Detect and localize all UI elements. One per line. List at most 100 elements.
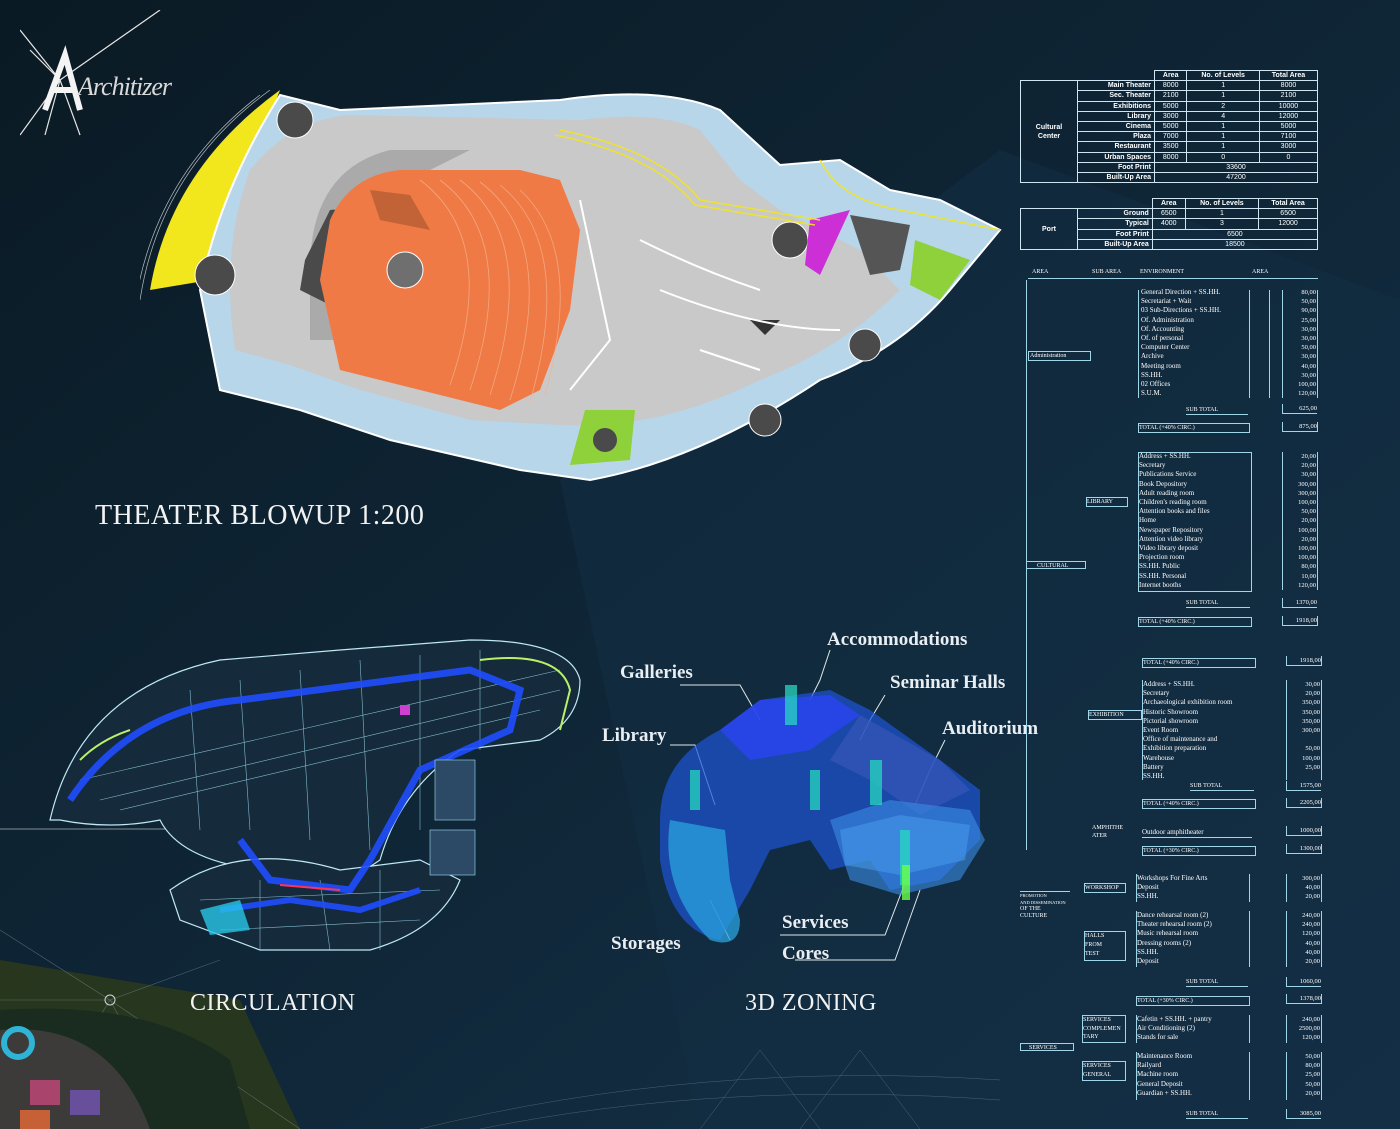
exhibition-label: EXHIBITION	[1088, 710, 1142, 720]
exhibition-total-label: TOTAL (+40% CIRC.)	[1142, 799, 1256, 809]
workshop-values: 300,00 40,00 20,00	[1302, 875, 1320, 901]
services-general-values: 50,00 80,00 25,00 50,00 20,00	[1305, 1053, 1320, 1097]
library-subtotal-value: 1370,00	[1282, 598, 1317, 609]
exhibition-total-value: 2205,00	[1286, 798, 1322, 809]
library-total-label: TOTAL (+40% CIRC.)	[1138, 617, 1252, 627]
program-header-area-2: AREA	[1252, 269, 1269, 275]
theater-blowup-title: THEATER BLOWUP 1:200	[95, 500, 425, 531]
admin-total-value: 875,00	[1282, 422, 1318, 433]
library-values: 20,00 20,00 30,00 300,00 300,00 100,00 5…	[1298, 453, 1316, 589]
header-levels: No. of Levels	[1186, 69, 1260, 82]
list-item: General Direction + SS.HH.	[1141, 288, 1221, 296]
list-item: SS.HH.	[1143, 772, 1165, 781]
list-item: Dressing rooms (2)	[1137, 938, 1192, 947]
library-items: Address + SS.HH. Secretary Publications …	[1139, 452, 1210, 590]
zoning-label-storages: Storages	[611, 933, 681, 954]
seminar-halls-zone	[830, 715, 970, 815]
program-header-sub-area: SUB AREA	[1092, 269, 1122, 275]
list-item: Of. Accounting	[1141, 324, 1185, 333]
exhibition-values: 30,00 20,00 350,00 350,00 350,00 300,00 …	[1302, 681, 1320, 771]
promotion-total-label: TOTAL (+30% CIRC.)	[1136, 996, 1250, 1006]
amphitheater-total-label: TOTAL (+30% CIRC.)	[1142, 846, 1256, 856]
list-item: Newspaper Repository	[1139, 525, 1203, 534]
halls-items: Dance rehearsal room (2) Theater rehears…	[1137, 911, 1212, 966]
header-area: Area	[1154, 69, 1188, 82]
admin-items-box	[1138, 290, 1250, 398]
list-item: Event Room	[1143, 726, 1179, 735]
program-header-environment: ENVIRONMENT	[1140, 269, 1184, 275]
zoning-title: 3D ZONING	[745, 990, 877, 1016]
exhibition-top-total-label: TOTAL (+40% CIRC.)	[1142, 658, 1256, 668]
list-item: Air Conditioning (2)	[1137, 1024, 1195, 1033]
halls-values: 240,00 240,00 120,00 40,00 40,00 20,00	[1302, 912, 1320, 966]
program-header-area: AREA	[1032, 269, 1049, 275]
circulation-title: CIRCULATION	[190, 990, 356, 1016]
logo-text: Architizer	[78, 72, 172, 101]
exhibition-top-total-value: 1918,00	[1286, 656, 1322, 667]
admin-items: General Direction + SS.HH. Secretariat +…	[1141, 288, 1221, 398]
promotion-subtotal-value: 1060,00	[1286, 977, 1321, 988]
exhibition-subtotal-label: SUB TOTAL	[1190, 782, 1254, 791]
services-complementary-label: SERVICES COMPLEMEN TARY	[1082, 1015, 1126, 1043]
services-complementary-items: Cafetin + SS.HH. + pantry Air Conditioni…	[1137, 1015, 1212, 1043]
admin-subtotal-value: 625,00	[1282, 404, 1317, 415]
list-item: Theater rehearsal room (2)	[1137, 920, 1212, 929]
library-subtotal-label: SUB TOTAL	[1186, 599, 1250, 608]
program-list: AREA SUB AREA ENVIRONMENT AREA Administr…	[1020, 266, 1330, 1126]
services-zone	[902, 865, 910, 900]
list-item: Warehouse	[1143, 753, 1174, 762]
logo-burst-icon	[19, 9, 161, 136]
list-item: Deposit	[1137, 883, 1159, 892]
list-item: General Deposit	[1137, 1079, 1183, 1088]
list-item: Internet booths	[1139, 580, 1182, 589]
theater-seating	[320, 170, 580, 410]
galleries-zone	[720, 695, 860, 760]
list-item: Archive	[1141, 352, 1164, 361]
green-zone-east	[910, 240, 970, 300]
list-item: Guardian + SS.HH.	[1137, 1088, 1192, 1097]
services-subtotal-value: 3085,00	[1286, 1109, 1321, 1120]
list-item: Battery	[1143, 762, 1164, 771]
library-label: LIBRARY	[1086, 497, 1128, 507]
list-item: Projection room	[1139, 553, 1185, 562]
list-item: Railyard	[1137, 1061, 1162, 1070]
promotion-label: PROMOTION AND DISSEMINATION OF THE CULTU…	[1020, 891, 1070, 932]
services-complementary-values: 240,00 2500,00 120,00	[1298, 1016, 1320, 1042]
amphitheater-label: AMPHITHE ATER	[1092, 825, 1123, 839]
list-item: Video library deposit	[1139, 544, 1199, 553]
list-item: SS.HH.	[1141, 370, 1163, 379]
table-header-row: Area No. of Levels Total Area	[1021, 197, 1318, 210]
list-item: Exhibition preparation	[1143, 744, 1207, 753]
list-item: Workshops For Fine Arts	[1137, 874, 1208, 882]
zoning-label-auditorium: Auditorium	[942, 718, 1039, 739]
zoning-label-seminar-halls: Seminar Halls	[890, 672, 1006, 693]
list-item: Stands for sale	[1137, 1033, 1179, 1042]
list-item: SS.HH.	[1137, 892, 1159, 901]
magenta-zone	[805, 210, 850, 275]
logo: Architizer	[19, 9, 220, 140]
admin-total-label: TOTAL (+40% CIRC.)	[1138, 423, 1250, 433]
list-item: 02 Offices	[1141, 380, 1171, 389]
yellow-zone	[150, 90, 280, 290]
zoning-label-services: Services	[782, 912, 849, 933]
list-item: Machine room	[1137, 1070, 1179, 1079]
list-item: Of. of personal	[1141, 334, 1184, 343]
list-item: SS.HH. Personal	[1139, 571, 1187, 580]
zoning-label-galleries: Galleries	[620, 662, 693, 683]
list-item: Archaeological exhibition room	[1143, 698, 1233, 707]
port-summary-table: Area No. of Levels Total Area Port Groun…	[1020, 197, 1319, 250]
category-cell: Cultural Center	[1020, 80, 1078, 184]
cultural-summary-table: Area No. of Levels Total Area Cultural C…	[1020, 69, 1319, 184]
cultural-label: CULTURAL	[1026, 561, 1086, 569]
list-item: Attention video library	[1139, 534, 1204, 543]
list-item: Maintenance Room	[1137, 1052, 1193, 1060]
amphitheater-item: Outdoor amphitheater	[1142, 828, 1252, 838]
admin-subtotal-label: SUB TOTAL	[1186, 406, 1248, 415]
storages-zone	[668, 820, 740, 943]
list-item: Computer Center	[1141, 343, 1190, 352]
category-cell: Port	[1020, 208, 1078, 250]
